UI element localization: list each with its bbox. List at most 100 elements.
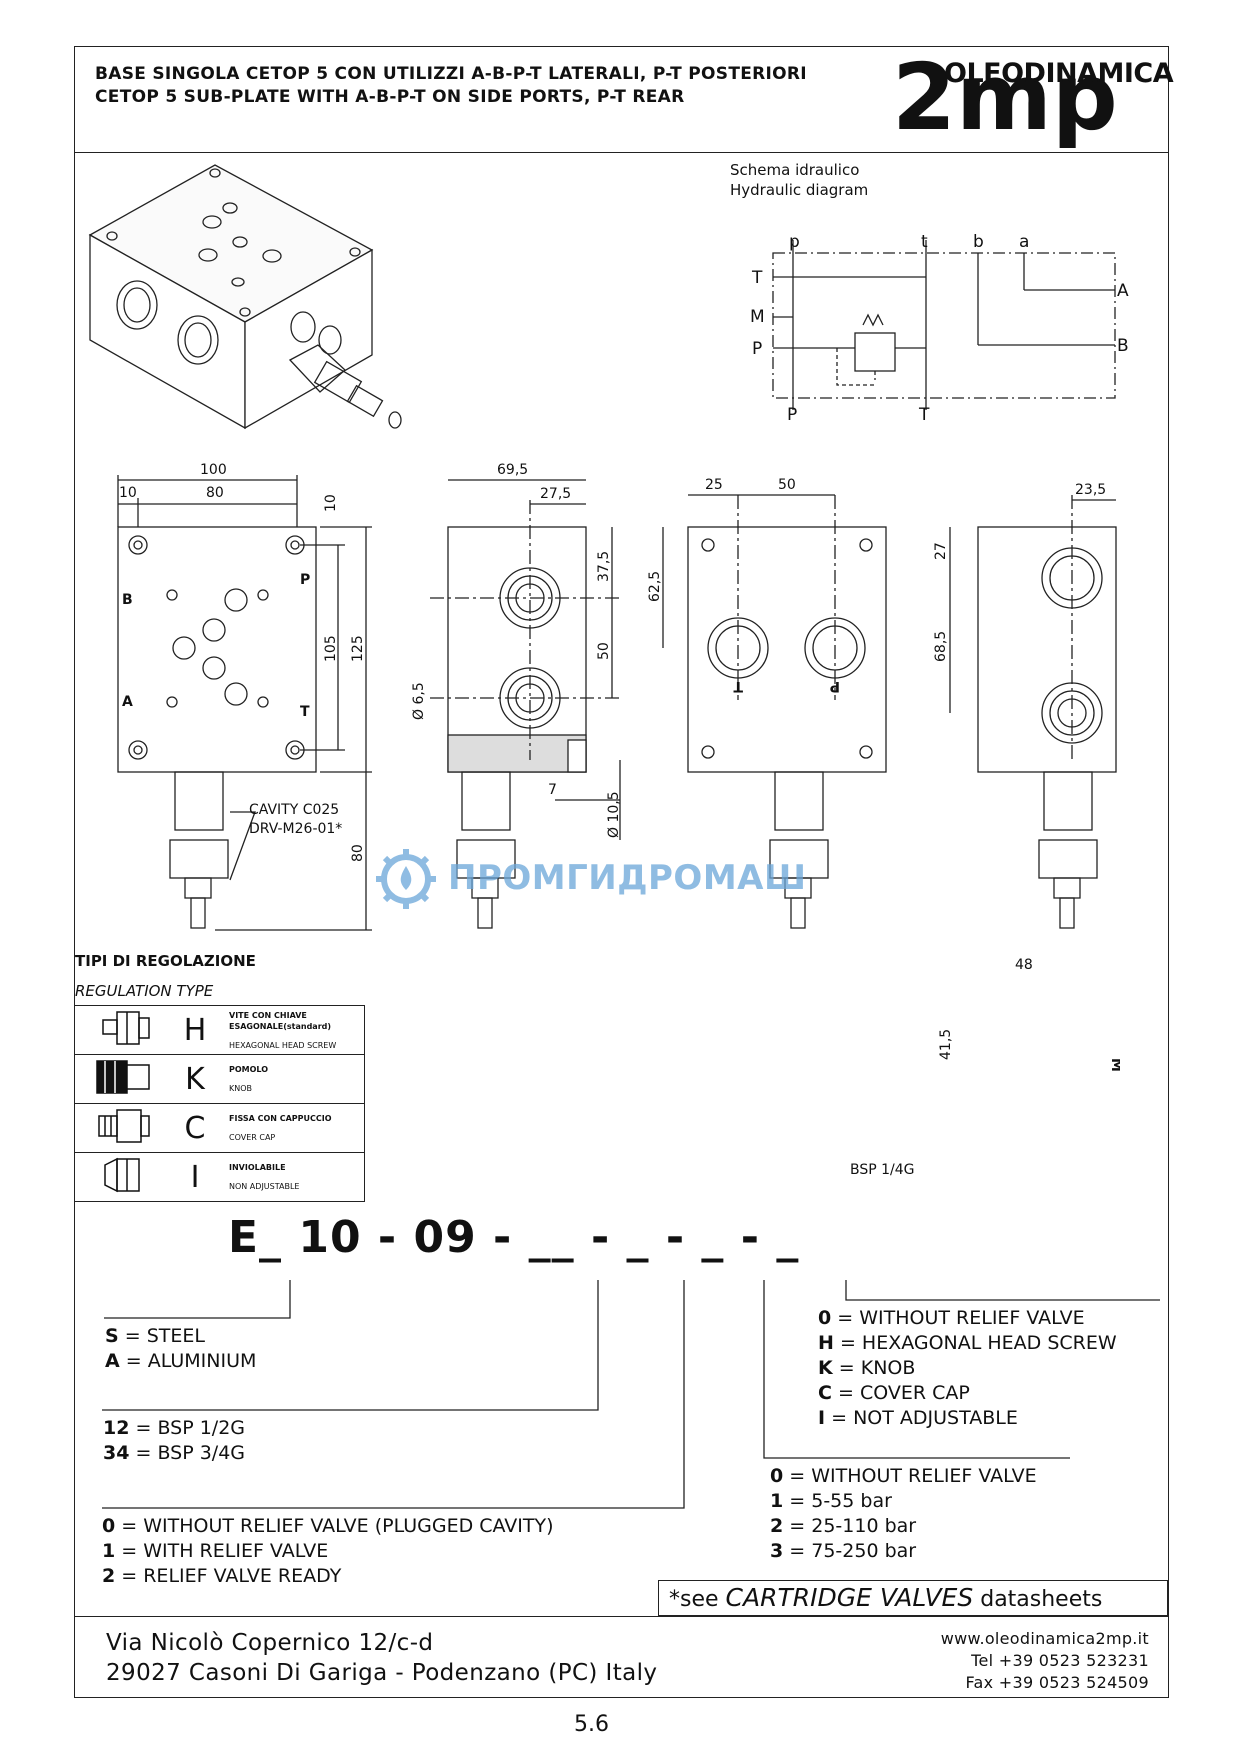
dim-side1-hole: Ø 6,5 <box>411 682 427 720</box>
regulation-row-k: K POMOLO KNOB <box>74 1054 365 1104</box>
cover-cap-icon <box>74 1103 175 1153</box>
dim-rear-width: 48 <box>1015 957 1033 973</box>
regulation-table: H VITE CON CHIAVE ESAGONALE(standard) HE… <box>74 1005 365 1202</box>
regulation-option-i: I = NOT ADJUSTABLE <box>818 1407 1018 1429</box>
regulation-row-i: I INVIOLABILE NON ADJUSTABLE <box>74 1152 365 1202</box>
port-label-B-right: B <box>1117 336 1129 356</box>
cartridge-note: *see CARTRIDGE VALVES datasheets <box>658 1580 1168 1616</box>
material-option-steel: S = STEEL <box>105 1325 205 1347</box>
order-code: E_ 10 - 09 - __ - _ - _ - _ <box>228 1212 800 1263</box>
thread-option-34: 34 = BSP 3/4G <box>103 1442 246 1464</box>
non-adjustable-icon <box>74 1152 175 1202</box>
dim-front-height: 125 <box>350 635 366 662</box>
header-divider <box>74 152 1169 153</box>
port-label-t: t <box>921 232 928 252</box>
logo-word-text: OLEODINAMICA <box>944 58 1174 89</box>
dim-side1-width: 69,5 <box>497 462 528 478</box>
regulation-desc-it-i: INVIOLABILE <box>229 1163 286 1172</box>
dim-side2-spacing: 50 <box>778 477 796 493</box>
front-view <box>117 475 372 931</box>
side-view-3 <box>949 495 1117 929</box>
logo-big-text: 2mp <box>892 44 1118 151</box>
footer-contacts: www.oleodinamica2mp.it Tel +39 0523 5232… <box>941 1628 1149 1694</box>
isometric-view <box>88 164 402 430</box>
rear-port-M-text: M <box>1108 1058 1120 1072</box>
regulation-letter-c: C <box>175 1103 215 1153</box>
port-P-side2: P <box>830 678 840 694</box>
pressure-option-2: 2 = 25-110 bar <box>770 1515 917 1537</box>
cartridge-note-italic: CARTRIDGE VALVES <box>725 1583 974 1612</box>
port-label-p: p <box>789 232 800 252</box>
dim-side1-depth: 7 <box>548 782 557 798</box>
dim-side1-offset: 27,5 <box>540 486 571 502</box>
footer-tel: Tel +39 0523 523231 <box>971 1651 1149 1670</box>
order-code-leaders <box>102 1280 1160 1509</box>
dim-front-holes-v: 105 <box>323 635 339 662</box>
material-option-aluminium: A = ALUMINIUM <box>105 1350 257 1372</box>
dim-front-width: 100 <box>200 462 227 478</box>
port-label-P-bottom: P <box>787 405 797 425</box>
port-label-T-bottom: T <box>918 405 930 425</box>
page-frame <box>74 46 1169 1698</box>
regulation-options: 0 = WITHOUT RELIEF VALVE H = HEXAGONAL H… <box>818 1306 1117 1431</box>
dim-rear-height-svg: 41,5 <box>938 1029 954 1060</box>
dim-rear-height: 41,5 <box>938 1029 954 1060</box>
regulation-letter-i: I <box>175 1152 215 1202</box>
pressure-option-3: 3 = 75-250 bar <box>770 1540 917 1562</box>
dim-side1-top: 37,5 <box>596 551 612 582</box>
port-label-A-right: A <box>1117 281 1129 301</box>
cavity-label-2: DRV-M26-01* <box>249 821 342 837</box>
knob-icon <box>74 1054 175 1104</box>
title-english: CETOP 5 SUB-PLATE WITH A-B-P-T ON SIDE P… <box>95 87 685 107</box>
thread-options: 12 = BSP 1/2G 34 = BSP 3/4G <box>103 1416 245 1466</box>
regulation-desc-en-c: COVER CAP <box>229 1133 276 1142</box>
port-label-a: a <box>1019 232 1029 252</box>
regulation-desc-it-h: VITE CON CHIAVE ESAGONALE(standard) <box>229 1010 332 1031</box>
cavity-label-1: CAVITY C025 <box>249 802 339 818</box>
address-line-1: Via Nicolò Copernico 12/c-d <box>106 1630 434 1656</box>
relief-option-1: 1 = WITH RELIEF VALVE <box>102 1540 329 1562</box>
regulation-row-c: C FISSA CON CAPPUCCIO COVER CAP <box>74 1103 365 1153</box>
regulation-option-c: C = COVER CAP <box>818 1382 970 1404</box>
regulation-desc-en-k: KNOB <box>229 1084 253 1093</box>
watermark-text: ПРОМГИДРОМАШ <box>448 858 807 898</box>
dim-side3-top: 27 <box>933 542 949 560</box>
hydraulic-schematic <box>772 240 1116 410</box>
regulation-letter-k: K <box>175 1054 215 1104</box>
regulation-title-en: REGULATION TYPE <box>75 982 214 1000</box>
dim-side3-spacing: 68,5 <box>933 631 949 662</box>
port-label-M: M <box>750 307 765 327</box>
cartridge-note-prefix: *see <box>669 1587 726 1612</box>
diagram-label-en: Hydraulic diagram <box>730 181 869 199</box>
address-line-2: 29027 Casoni Di Gariga - Podenzano (PC) … <box>106 1660 658 1686</box>
watermark: ПРОМГИДРОМАШ <box>370 846 880 912</box>
pressure-option-0: 0 = WITHOUT RELIEF VALVE <box>770 1465 1037 1487</box>
hex-screw-icon <box>74 1005 175 1055</box>
port-label-b: b <box>973 232 984 252</box>
regulation-option-0: 0 = WITHOUT RELIEF VALVE <box>818 1307 1085 1329</box>
pressure-option-1: 1 = 5-55 bar <box>770 1490 892 1512</box>
dim-front-top: 10 <box>323 494 339 512</box>
thread-option-12: 12 = BSP 1/2G <box>103 1417 246 1439</box>
dim-side1-spacing: 50 <box>596 642 612 660</box>
page-number: 5.6 <box>574 1712 609 1737</box>
dim-front-left: 10 <box>119 485 137 501</box>
dim-side1-bore: Ø 10,5 <box>606 791 622 838</box>
regulation-desc-en-h: HEXAGONAL HEAD SCREW <box>229 1040 337 1050</box>
gear-icon <box>376 849 436 909</box>
material-options: S = STEEL A = ALUMINIUM <box>105 1324 256 1374</box>
footer-website[interactable]: www.oleodinamica2mp.it <box>940 1629 1149 1648</box>
regulation-option-k: K = KNOB <box>818 1357 916 1379</box>
pressure-options: 0 = WITHOUT RELIEF VALVE 1 = 5-55 bar 2 … <box>770 1464 1037 1564</box>
title-italian: BASE SINGOLA CETOP 5 CON UTILIZZI A-B-P-… <box>95 64 807 84</box>
dim-front-valve: 80 <box>350 844 366 862</box>
rear-port-M-label: M <box>1108 1058 1120 1072</box>
side-view-2 <box>662 494 887 929</box>
relief-option-0: 0 = WITHOUT RELIEF VALVE (PLUGGED CAVITY… <box>102 1515 554 1537</box>
regulation-desc-it-k: POMOLO <box>229 1065 269 1074</box>
regulation-letter-h: H <box>175 1005 215 1055</box>
bsp-label: BSP 1/4G <box>850 1162 915 1178</box>
port-T-side2: T <box>733 678 743 694</box>
relief-options: 0 = WITHOUT RELIEF VALVE (PLUGGED CAVITY… <box>102 1514 554 1589</box>
regulation-desc-it-c: FISSA CON CAPPUCCIO <box>229 1114 332 1123</box>
